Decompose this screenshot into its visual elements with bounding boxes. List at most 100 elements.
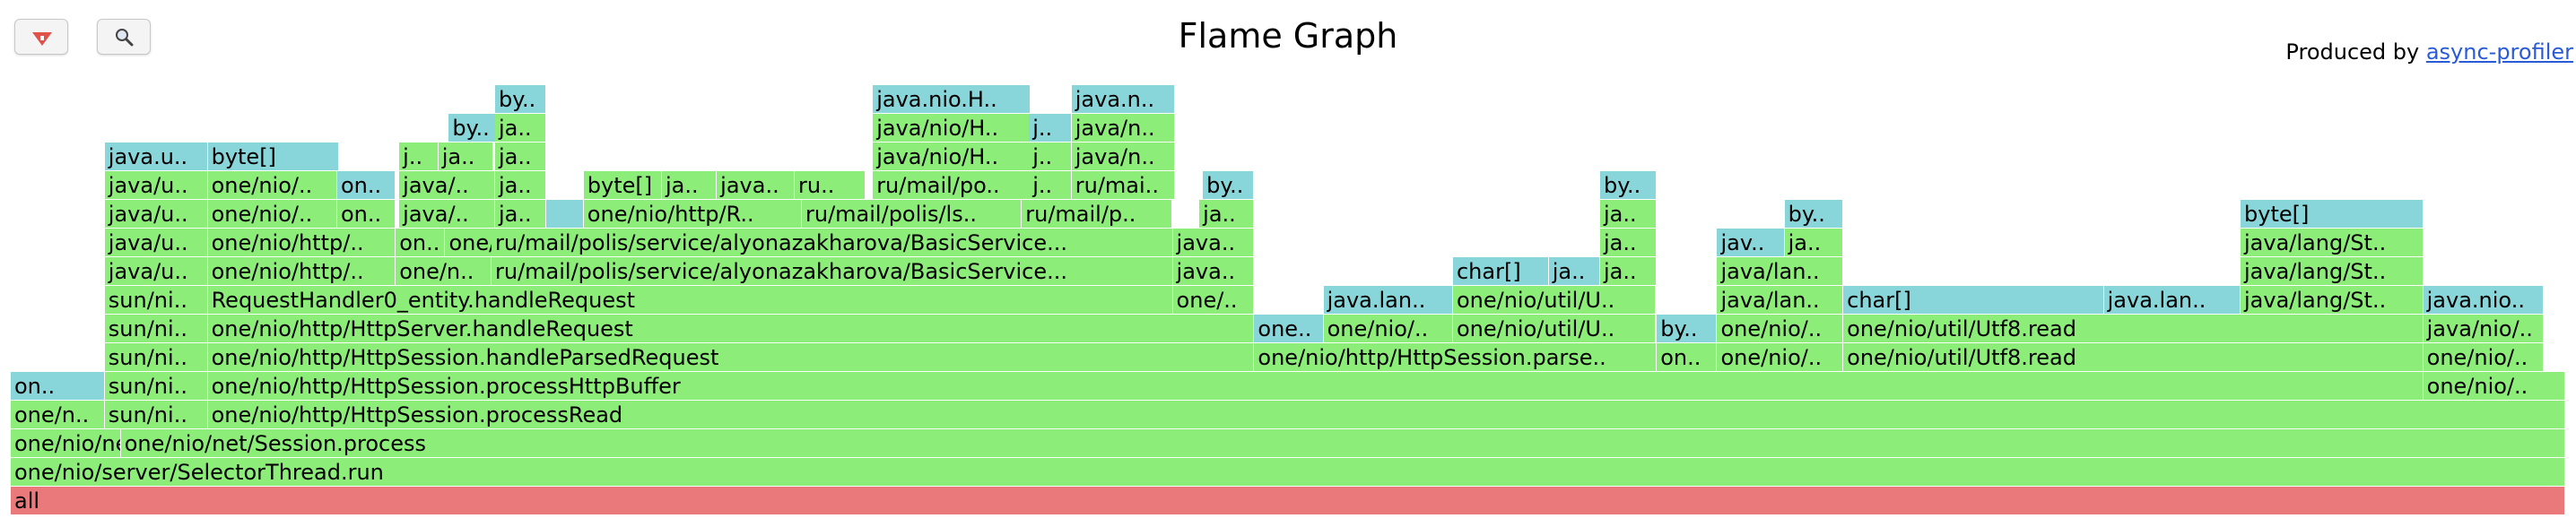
frame[interactable]: ru/mail/po.. bbox=[873, 171, 1031, 200]
frame[interactable]: one/nio/.. bbox=[2423, 372, 2565, 401]
frame[interactable]: one/nio/net/Session.process bbox=[120, 429, 2565, 458]
frame[interactable]: ru/mai.. bbox=[1071, 171, 1175, 200]
frame[interactable]: one/nio/http/HttpSession.processRead bbox=[207, 401, 2565, 429]
frame[interactable]: one/nio/util/Utf8.read bbox=[1843, 315, 2424, 343]
frame[interactable]: one/n.. bbox=[11, 401, 105, 429]
frame[interactable]: ru/mail/p.. bbox=[1022, 200, 1173, 229]
frame[interactable]: ru/mail/polis/service/alyonazakharova/Ba… bbox=[491, 229, 1173, 257]
frame[interactable]: byte[] bbox=[583, 171, 662, 200]
frame[interactable]: sun/ni.. bbox=[104, 401, 208, 429]
frame[interactable]: java.n.. bbox=[1071, 85, 1175, 114]
frame[interactable]: ja.. bbox=[661, 171, 718, 200]
frame[interactable]: j.. bbox=[1029, 114, 1072, 143]
frame[interactable]: ja.. bbox=[494, 200, 547, 229]
frame[interactable]: sun/ni.. bbox=[104, 343, 208, 372]
frame[interactable]: one/nio/net/J.. bbox=[11, 429, 121, 458]
frame[interactable]: ja.. bbox=[1600, 229, 1658, 257]
frame[interactable]: one/n.. bbox=[396, 257, 492, 286]
frame[interactable]: java.nio.H.. bbox=[873, 85, 1031, 114]
frame[interactable]: ja.. bbox=[1548, 257, 1600, 286]
frame[interactable]: ja.. bbox=[438, 143, 493, 171]
frame[interactable]: java/lan.. bbox=[1717, 257, 1843, 286]
frame[interactable]: one/nio/http/HttpSession.processHttpBuff… bbox=[207, 372, 2424, 401]
frame[interactable]: char[] bbox=[1843, 286, 2104, 315]
frame[interactable]: ru/mail/polis/service/alyonazakharova/Ba… bbox=[491, 257, 1173, 286]
frame[interactable]: java/n.. bbox=[1071, 114, 1175, 143]
frame[interactable]: RequestHandler0_entity.handleRequest bbox=[207, 286, 1173, 315]
frame[interactable]: java/lang/St.. bbox=[2241, 229, 2424, 257]
frame[interactable]: ru/mail/polis/ls.. bbox=[802, 200, 1023, 229]
frame[interactable]: j.. bbox=[399, 143, 439, 171]
frame[interactable]: by.. bbox=[1203, 171, 1255, 200]
frame[interactable]: one/nio/http/HttpServer.handleRequest bbox=[207, 315, 1255, 343]
async-profiler-link[interactable]: async-profiler bbox=[2425, 39, 2573, 65]
frame[interactable]: one.. bbox=[1254, 315, 1324, 343]
frame[interactable]: java/u.. bbox=[104, 229, 208, 257]
frame[interactable]: ru.. bbox=[795, 171, 866, 200]
frame[interactable]: java/u.. bbox=[104, 200, 208, 229]
frame[interactable]: j.. bbox=[1029, 171, 1072, 200]
frame[interactable]: java.. bbox=[1172, 229, 1255, 257]
frame[interactable]: by.. bbox=[448, 114, 499, 143]
frame[interactable]: j.. bbox=[1029, 143, 1072, 171]
frame[interactable]: sun/ni.. bbox=[104, 286, 208, 315]
frame[interactable]: java/lang/St.. bbox=[2241, 257, 2424, 286]
frame[interactable]: one/nio/server/SelectorThread.run bbox=[11, 458, 2565, 487]
frame[interactable]: ja.. bbox=[494, 171, 547, 200]
frame[interactable]: one/nio/util/Utf8.read bbox=[1843, 343, 2424, 372]
frame[interactable]: all bbox=[11, 487, 2565, 515]
frame[interactable]: one/nio/http/.. bbox=[207, 229, 396, 257]
frame[interactable]: one/nio/http/HttpSession.handleParsedReq… bbox=[207, 343, 1255, 372]
frame[interactable]: java.nio.. bbox=[2423, 286, 2545, 315]
frame[interactable]: on.. bbox=[11, 372, 105, 401]
frame[interactable]: sun/ni.. bbox=[104, 315, 208, 343]
frame[interactable]: one/nio/http/HttpSession.parse.. bbox=[1254, 343, 1658, 372]
frame[interactable]: on.. bbox=[1657, 343, 1718, 372]
frame[interactable]: one/nio/.. bbox=[2423, 343, 2545, 372]
frame[interactable]: ja.. bbox=[1600, 257, 1658, 286]
frame[interactable]: one/nio/.. bbox=[207, 200, 337, 229]
frame[interactable]: java/.. bbox=[399, 171, 495, 200]
frame[interactable]: java.. bbox=[1172, 257, 1255, 286]
frame[interactable]: one/nio/http/.. bbox=[207, 257, 396, 286]
frame[interactable]: by.. bbox=[1600, 171, 1658, 200]
frame[interactable]: ja.. bbox=[494, 114, 547, 143]
frame[interactable]: java/lang/St.. bbox=[2241, 286, 2424, 315]
frame[interactable]: ja.. bbox=[1199, 200, 1255, 229]
frame[interactable]: java/nio/H.. bbox=[873, 114, 1031, 143]
frame[interactable]: by.. bbox=[494, 85, 547, 114]
search-button[interactable] bbox=[97, 19, 151, 55]
frame[interactable]: java.. bbox=[717, 171, 796, 200]
frame[interactable] bbox=[546, 200, 584, 229]
frame[interactable]: byte[] bbox=[207, 143, 339, 171]
frame[interactable]: one/nio/.. bbox=[1717, 315, 1843, 343]
frame[interactable]: sun/ni.. bbox=[104, 372, 208, 401]
frame[interactable]: jav.. bbox=[1717, 229, 1785, 257]
frame[interactable]: ja.. bbox=[1600, 200, 1658, 229]
frame[interactable]: java.u.. bbox=[104, 143, 208, 171]
frame[interactable]: java/nio/H.. bbox=[873, 143, 1031, 171]
frame[interactable]: one/nio/.. bbox=[1717, 343, 1843, 372]
frame[interactable]: java/lan.. bbox=[1717, 286, 1843, 315]
frame[interactable]: by.. bbox=[1784, 200, 1843, 229]
frame[interactable]: char[] bbox=[1452, 257, 1549, 286]
frame[interactable]: java/.. bbox=[399, 200, 495, 229]
frame[interactable]: one/nio/util/U.. bbox=[1452, 315, 1656, 343]
frame[interactable]: java/u.. bbox=[104, 257, 208, 286]
frame[interactable]: one/nio/util/U.. bbox=[1452, 286, 1656, 315]
frame[interactable]: on.. bbox=[336, 171, 396, 200]
frame[interactable]: java.lan.. bbox=[2103, 286, 2241, 315]
frame[interactable]: one/nio/.. bbox=[207, 171, 337, 200]
frame[interactable]: on.. bbox=[336, 200, 396, 229]
frame[interactable]: java/u.. bbox=[104, 171, 208, 200]
frame[interactable]: ja.. bbox=[1784, 229, 1843, 257]
reverse-order-button[interactable] bbox=[14, 19, 68, 55]
frame[interactable]: by.. bbox=[1657, 315, 1718, 343]
frame[interactable]: one/nio/.. bbox=[1323, 315, 1453, 343]
frame[interactable]: one/nio/http/R.. bbox=[583, 200, 803, 229]
frame[interactable]: java.lan.. bbox=[1323, 286, 1453, 315]
frame[interactable]: java/nio/.. bbox=[2423, 315, 2545, 343]
frame[interactable]: java/n.. bbox=[1071, 143, 1175, 171]
frame[interactable]: byte[] bbox=[2241, 200, 2424, 229]
frame[interactable]: ja.. bbox=[494, 143, 547, 171]
